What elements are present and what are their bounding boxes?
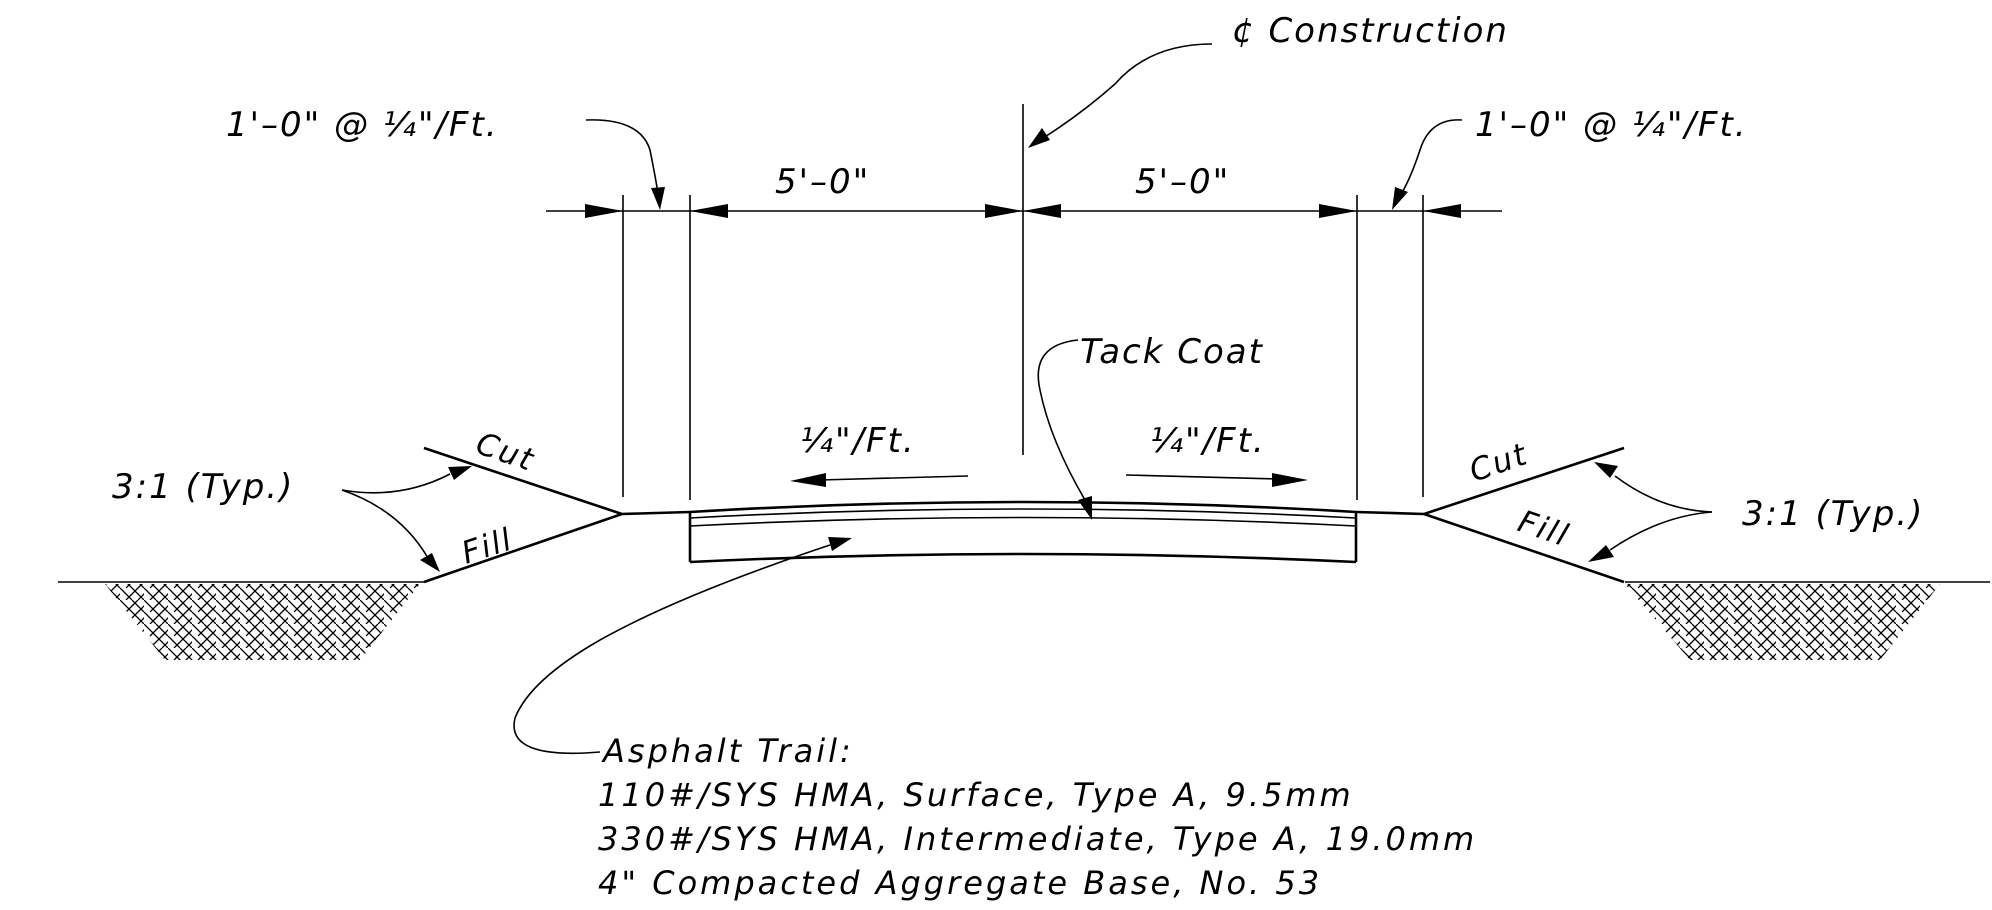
typ-left-leader-fill [341, 489, 429, 559]
left-shoulder-arrowhead [651, 187, 665, 210]
cut-slope-right [1423, 446, 1625, 516]
construction-leader [1039, 43, 1213, 141]
typ-left-arrow-fill [420, 553, 440, 572]
typ-left-label: 3:1 (Typ.) [112, 467, 294, 507]
intermediate-course-bottom [689, 516, 1357, 527]
dim-arrow-5 [1319, 204, 1357, 218]
tack-coat-arrowhead [1078, 496, 1092, 520]
right-shoulder-label: 1'–0" @ ¼"/Ft. [1475, 105, 1748, 145]
typ-right-leader-cut [1614, 475, 1713, 513]
left-shoulder-leader [585, 119, 659, 194]
asphalt-trail-arrowhead [828, 537, 852, 551]
typ-right-arrow-cut [1594, 462, 1618, 478]
asphalt-trail-leader [513, 544, 831, 755]
dim-arrow-4 [1023, 204, 1061, 218]
construction-arrowhead [1028, 128, 1050, 148]
left-slope-label: ¼"/Ft. [800, 421, 916, 461]
soil-hatch-right [1625, 584, 1940, 660]
tack-coat-label: Tack Coat [1080, 332, 1264, 372]
dim-arrow-2 [690, 204, 728, 218]
fill-slope-left [423, 512, 623, 584]
soil-hatch-left [105, 584, 420, 660]
asphalt-trail-note-2: 330#/SYS HMA, Intermediate, Type A, 19.0… [598, 820, 1477, 858]
slope-arrow-right-head [1272, 473, 1308, 487]
asphalt-trail-note-3: 4" Compacted Aggregate Base, No. 53 [598, 864, 1322, 902]
construction-label: ¢ Construction [1232, 11, 1509, 51]
shoulder-right [1355, 510, 1425, 516]
right-width-label: 5'–0" [1135, 162, 1230, 202]
dim-arrow-3 [985, 204, 1023, 218]
slope-arrow-right-line [1125, 474, 1281, 480]
typ-left-leader-cut [341, 473, 451, 494]
surface-course-bottom [689, 508, 1357, 519]
dim-arrow-1 [585, 204, 623, 218]
typ-right-leader-fill [1609, 511, 1713, 551]
slope-arrow-left-line [819, 475, 969, 481]
shoulder-left [621, 510, 691, 516]
typ-right-label: 3:1 (Typ.) [1742, 494, 1924, 534]
pavement-surface [689, 500, 1357, 514]
asphalt-trail-title: Asphalt Trail: [601, 732, 854, 770]
tack-coat-leader [1037, 339, 1086, 501]
slope-arrow-left-head [790, 473, 826, 487]
cut-slope-left [423, 446, 623, 516]
fill-label-left: Fill [457, 521, 517, 571]
cut-label-left: Cut [471, 426, 539, 479]
right-shoulder-leader [1399, 119, 1463, 197]
aggregate-base-bottom [689, 552, 1357, 564]
typ-left-arrow-cut [448, 466, 472, 480]
dim-arrow-6 [1423, 204, 1461, 218]
left-shoulder-label: 1'–0" @ ¼"/Ft. [226, 105, 499, 145]
left-width-label: 5'–0" [775, 162, 870, 202]
typ-right-arrow-fill [1588, 545, 1614, 562]
right-slope-label: ¼"/Ft. [1150, 421, 1266, 461]
right-shoulder-arrowhead [1392, 187, 1408, 210]
asphalt-trail-note-1: 110#/SYS HMA, Surface, Type A, 9.5mm [598, 776, 1354, 814]
fill-slope-right [1423, 512, 1625, 584]
